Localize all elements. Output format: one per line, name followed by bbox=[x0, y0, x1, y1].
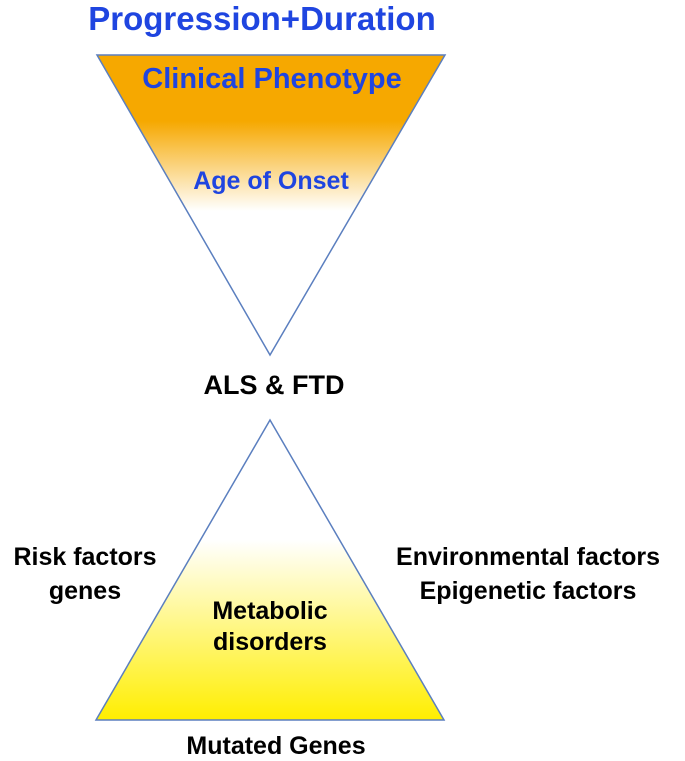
risk-factors-label: Risk factors genes bbox=[13, 540, 156, 608]
metabolic-disorders-label: Metabolic disorders bbox=[212, 596, 327, 658]
upright-triangle bbox=[94, 418, 446, 721]
risk-factors-line-1: Risk factors bbox=[13, 543, 157, 571]
age-of-onset-label: Age of Onset bbox=[193, 167, 349, 195]
mutated-genes-label: Mutated Genes bbox=[186, 732, 366, 760]
als-ftd-label: ALS & FTD bbox=[203, 370, 345, 400]
environmental-line-1: Environmental factors bbox=[396, 543, 660, 571]
environmental-factors-label: Environmental factors Epigenetic factors bbox=[396, 540, 660, 608]
clinical-phenotype-label: Clinical Phenotype bbox=[142, 63, 402, 95]
inverted-triangle bbox=[95, 54, 447, 357]
risk-factors-line-2: genes bbox=[48, 577, 122, 605]
metabolic-line-2: disorders bbox=[213, 628, 327, 656]
diagram-title: Progression+Duration bbox=[88, 0, 436, 37]
metabolic-line-1: Metabolic bbox=[212, 597, 328, 625]
environmental-line-2: Epigenetic factors bbox=[419, 577, 637, 605]
